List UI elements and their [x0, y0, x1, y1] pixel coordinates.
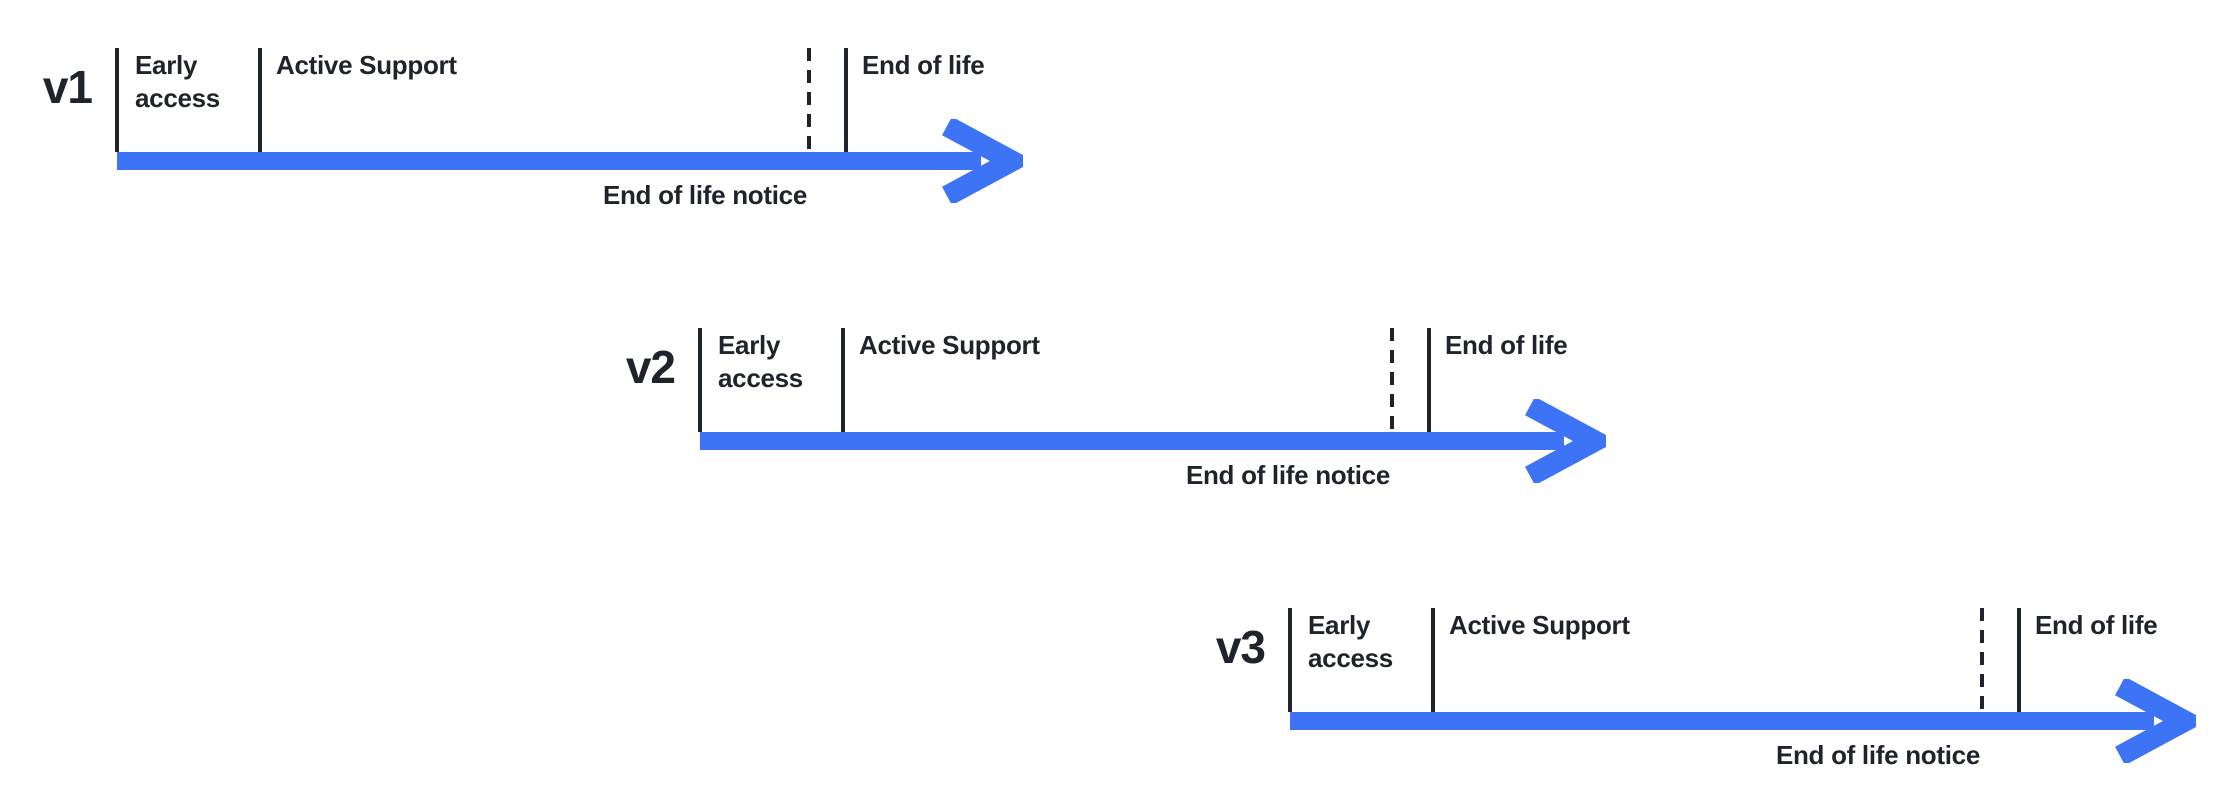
early-access-tick: [115, 48, 119, 152]
early-access-tick: [698, 328, 702, 432]
active-support-label: Active Support: [859, 330, 1040, 360]
version-label: v1: [42, 61, 93, 113]
eol-notice-dashed-line: [807, 48, 811, 152]
end-of-life-label: End of life: [2035, 610, 2158, 640]
eol-notice-dashed-line: [1980, 608, 1984, 712]
active-support-tick: [258, 48, 262, 152]
version-label: v2: [625, 341, 676, 393]
end-of-life-tick: [844, 48, 848, 152]
timeline-v1: v1 Early access Active Support End of li…: [27, 48, 1037, 223]
active-support-label: Active Support: [276, 50, 457, 80]
early-access-tick: [1288, 608, 1292, 712]
timeline-v2: v2 Early access Active Support End of li…: [610, 328, 1620, 503]
timeline-v3: v3 Early access Active Support End of li…: [1200, 608, 2210, 783]
early-access-label: Early access: [1308, 610, 1393, 673]
arrow-head-chevron: [1525, 399, 1606, 483]
end-of-life-label: End of life: [1445, 330, 1568, 360]
timeline-arrow-icon: [700, 399, 1606, 483]
end-of-life-notice-label: End of life notice: [602, 180, 807, 210]
arrow-shaft: [1290, 712, 2154, 730]
arrow-shaft: [117, 152, 981, 170]
version-label: v3: [1215, 621, 1266, 673]
active-support-tick: [841, 328, 845, 432]
end-of-life-label: End of life: [862, 50, 985, 80]
timeline-arrow-icon: [117, 119, 1023, 203]
end-of-life-notice-label: End of life notice: [1185, 460, 1390, 490]
active-support-tick: [1431, 608, 1435, 712]
arrow-shaft: [700, 432, 1564, 450]
end-of-life-tick: [2017, 608, 2021, 712]
end-of-life-tick: [1427, 328, 1431, 432]
eol-notice-dashed-line: [1390, 328, 1394, 432]
early-access-label: Early access: [718, 330, 803, 393]
active-support-label: Active Support: [1449, 610, 1630, 640]
timeline-arrow-icon: [1290, 679, 2196, 763]
early-access-label: Early access: [135, 50, 220, 113]
arrow-head-chevron: [942, 119, 1023, 203]
end-of-life-notice-label: End of life notice: [1775, 740, 1980, 770]
arrow-head-chevron: [2115, 679, 2196, 763]
